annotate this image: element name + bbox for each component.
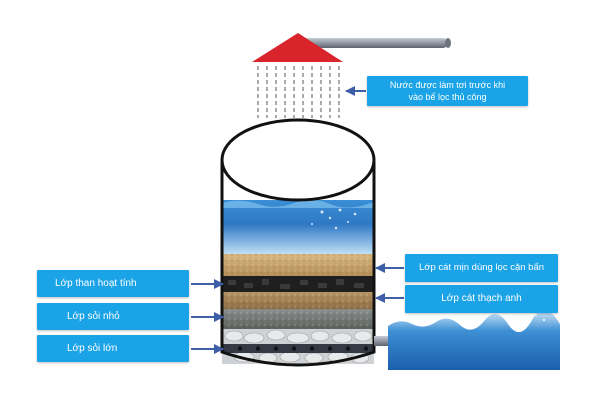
label-fine-sand: Lớp cát mịn dùng lọc cặn bẩn — [405, 254, 558, 282]
water-layer — [222, 200, 374, 254]
label-activated-charcoal: Lớp than hoạt tính — [37, 270, 189, 297]
drain-pipe — [222, 344, 374, 353]
shower-head-icon — [252, 33, 451, 118]
label-small-gravel: Lớp sỏi nhỏ — [37, 303, 189, 330]
label-water-aeration: Nước được làm tơi trước khi vào bể lọc t… — [367, 76, 528, 106]
tank-top-opening — [220, 118, 376, 202]
shower-roof — [252, 33, 343, 62]
outlet-pipe — [374, 336, 396, 346]
tank-outline — [220, 162, 376, 367]
label-water-aeration-line2: vào bể lọc thủ công — [408, 92, 487, 102]
clean-water-pool — [388, 309, 560, 370]
label-quartz-sand: Lớp cát thạch anh — [405, 285, 558, 313]
spray-lines — [257, 66, 340, 118]
inlet-pipe — [300, 38, 448, 48]
label-large-gravel: Lớp sỏi lớn — [37, 335, 189, 362]
label-water-aeration-line1: Nước được làm tơi trước khi — [389, 80, 506, 90]
arrow-icons — [191, 86, 404, 354]
